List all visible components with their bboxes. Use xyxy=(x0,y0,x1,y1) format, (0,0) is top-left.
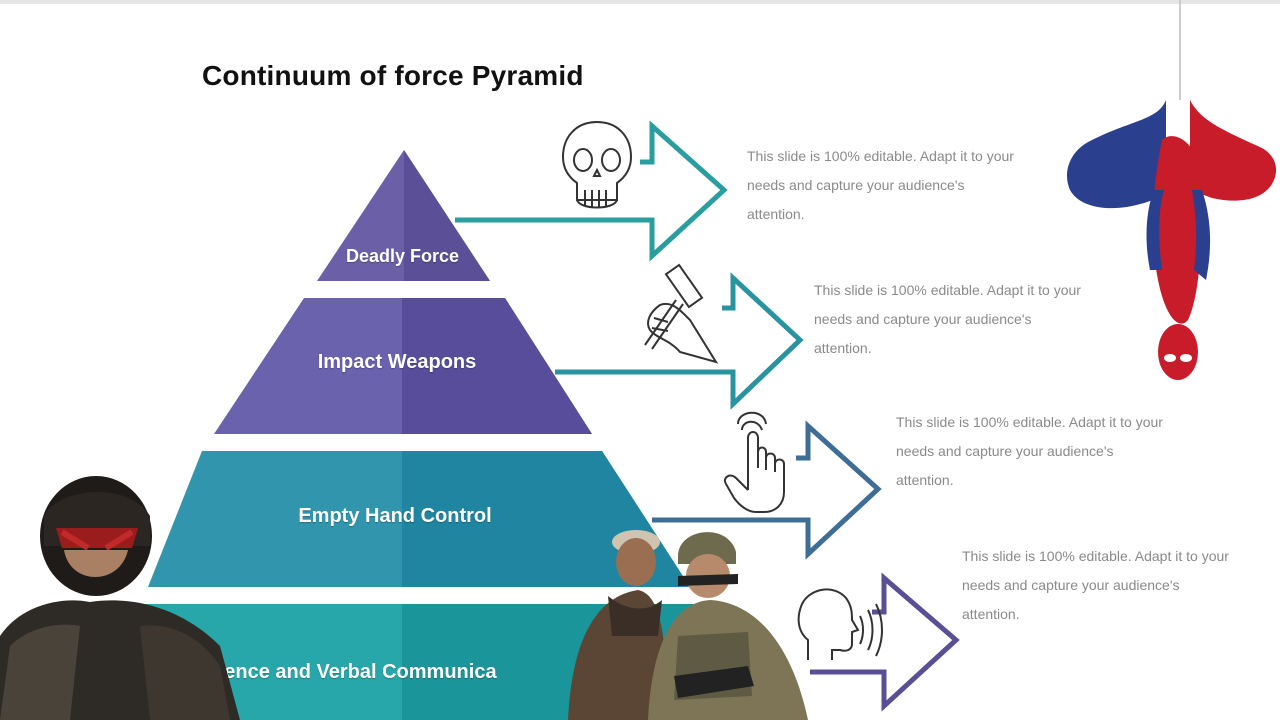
level-label-presence-verbal: esence and Verbal Communica xyxy=(202,661,497,683)
description-line: needs and capture your audience's xyxy=(962,577,1180,593)
description-line: This slide is 100% editable. Adapt it to… xyxy=(962,548,1229,564)
description-line: attention. xyxy=(962,606,1020,622)
tap-hand-icon xyxy=(724,411,785,513)
description-line: This slide is 100% editable. Adapt it to… xyxy=(814,282,1081,298)
tier-deadly-force xyxy=(317,150,490,281)
description-line: needs and capture your audience's xyxy=(747,177,965,193)
tier-impact-weapons xyxy=(214,298,592,434)
description-level-3: This slide is 100% editable. Adapt it to… xyxy=(896,408,1216,495)
description-level-2: This slide is 100% editable. Adapt it to… xyxy=(814,276,1134,363)
slide-title: Continuum of force Pyramid xyxy=(202,60,584,91)
description-level-4: This slide is 100% editable. Adapt it to… xyxy=(962,542,1272,629)
description-line: needs and capture your audience's xyxy=(896,443,1114,459)
description-line: attention. xyxy=(814,340,872,356)
level-label-empty-hand-control: Empty Hand Control xyxy=(298,505,492,527)
level-label-impact-weapons: Impact Weapons xyxy=(317,351,477,373)
arrow-level-3 xyxy=(652,420,882,560)
spider-man-figure xyxy=(1066,0,1277,380)
description-line: This slide is 100% editable. Adapt it to… xyxy=(896,414,1163,430)
description-line: attention. xyxy=(747,206,805,222)
level-label-deadly-force: Deadly Force xyxy=(345,246,460,266)
description-level-1: This slide is 100% editable. Adapt it to… xyxy=(747,142,1067,229)
description-line: attention. xyxy=(896,472,954,488)
skull-icon xyxy=(561,120,633,209)
top-divider xyxy=(0,0,1280,4)
description-line: needs and capture your audience's xyxy=(814,311,1032,327)
soldier-and-villager-figures xyxy=(568,530,808,720)
helmeted-judge-figure xyxy=(0,476,240,720)
hammer-hand-icon xyxy=(644,263,719,364)
speaking-head-icon xyxy=(797,588,883,660)
arrow-level-1 xyxy=(455,120,728,262)
arrow-level-4 xyxy=(810,572,960,712)
description-line: This slide is 100% editable. Adapt it to… xyxy=(747,148,1014,164)
arrow-level-2 xyxy=(555,272,804,410)
